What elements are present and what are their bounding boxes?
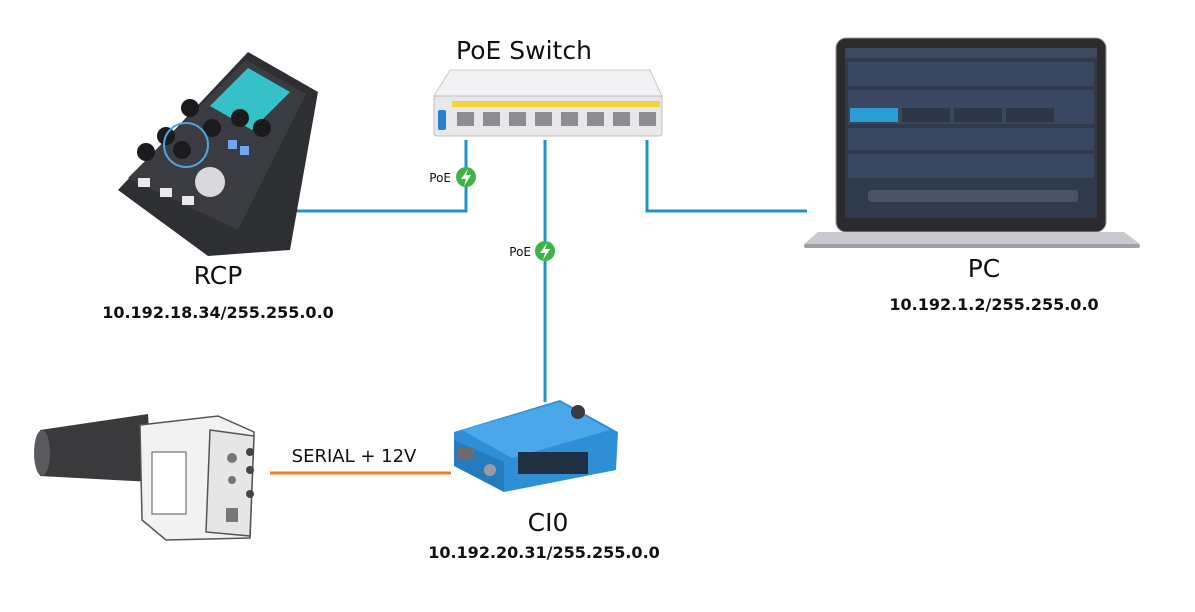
rcp-knob xyxy=(231,109,249,127)
switch-port xyxy=(509,112,526,126)
rcp-knob xyxy=(203,119,221,137)
camera-connector xyxy=(246,490,254,498)
poe-switch xyxy=(433,69,663,137)
rcp-button xyxy=(182,196,194,205)
screen-tile xyxy=(902,108,950,122)
switch-led-strip xyxy=(452,101,660,107)
screen-panel xyxy=(848,128,1094,150)
rcp-knob xyxy=(181,99,199,117)
poe-badge-left: PoE xyxy=(429,167,476,187)
screen-tile xyxy=(1006,108,1054,122)
cio-front-panel xyxy=(518,452,588,474)
rcp-screen xyxy=(210,68,290,130)
cio-device xyxy=(454,400,618,492)
cio-connector xyxy=(484,464,496,476)
switch-port xyxy=(587,112,604,126)
poe-center-label: PoE xyxy=(509,245,531,259)
cio-ip: 10.192.20.31/255.255.0.0 xyxy=(428,543,660,562)
screen-tile xyxy=(954,108,1002,122)
cio-label: CI0 xyxy=(528,508,569,537)
pc-laptop xyxy=(804,37,1140,248)
screen-panel xyxy=(848,154,1094,178)
camera-connector xyxy=(246,466,254,474)
rcp-knob xyxy=(173,141,191,159)
cio-connector xyxy=(571,405,585,419)
switch-port xyxy=(639,112,656,126)
rcp-to-switch-line xyxy=(290,140,468,213)
screen-menu-bar xyxy=(845,48,1097,58)
rcp-button xyxy=(160,188,172,197)
switch-port xyxy=(457,112,474,126)
screen-dock xyxy=(868,190,1078,202)
switch-label: PoE Switch xyxy=(456,36,592,65)
lightning-bolt-icon-glyph xyxy=(540,243,550,260)
switch-port xyxy=(561,112,578,126)
pc-label: PC xyxy=(968,254,1001,283)
camera-connector xyxy=(226,508,238,522)
rcp-button xyxy=(240,146,249,155)
screen-tile xyxy=(850,108,898,122)
camera-panel xyxy=(151,451,187,515)
switch-ports xyxy=(457,112,656,126)
camera-lens-front xyxy=(34,430,50,476)
switch-port xyxy=(483,112,500,126)
serial-label: SERIAL + 12V xyxy=(292,446,417,467)
poe-badge-center: PoE xyxy=(509,241,555,261)
rcp-joystick xyxy=(195,167,225,197)
laptop-base xyxy=(804,232,1140,244)
pc-ip: 10.192.1.2/255.255.0.0 xyxy=(889,295,1098,314)
camera-lens xyxy=(40,414,152,482)
switch-port xyxy=(535,112,552,126)
rcp-button xyxy=(138,178,150,187)
lightning-bolt-icon-glyph xyxy=(461,169,471,186)
rcp-ip: 10.192.18.34/255.255.0.0 xyxy=(102,303,334,322)
camera-connector xyxy=(228,476,236,484)
cio-ethernet-port xyxy=(458,448,474,460)
camera-device xyxy=(34,414,255,541)
rcp-knob xyxy=(137,143,155,161)
laptop-base-front xyxy=(804,244,1140,248)
screen-panel xyxy=(848,62,1094,86)
switch-logo xyxy=(438,110,446,130)
rcp-device xyxy=(118,52,318,256)
switch-port xyxy=(613,112,630,126)
switch-top xyxy=(433,69,663,97)
rcp-knob xyxy=(253,119,271,137)
pc-to-switch-line xyxy=(645,140,807,213)
rcp-ring xyxy=(163,122,209,168)
camera-connector xyxy=(246,448,254,456)
rcp-label: RCP xyxy=(194,261,243,290)
poe-left-label: PoE xyxy=(429,171,451,185)
connections xyxy=(270,140,807,475)
rcp-button xyxy=(228,140,237,149)
camera-connector xyxy=(227,453,237,463)
